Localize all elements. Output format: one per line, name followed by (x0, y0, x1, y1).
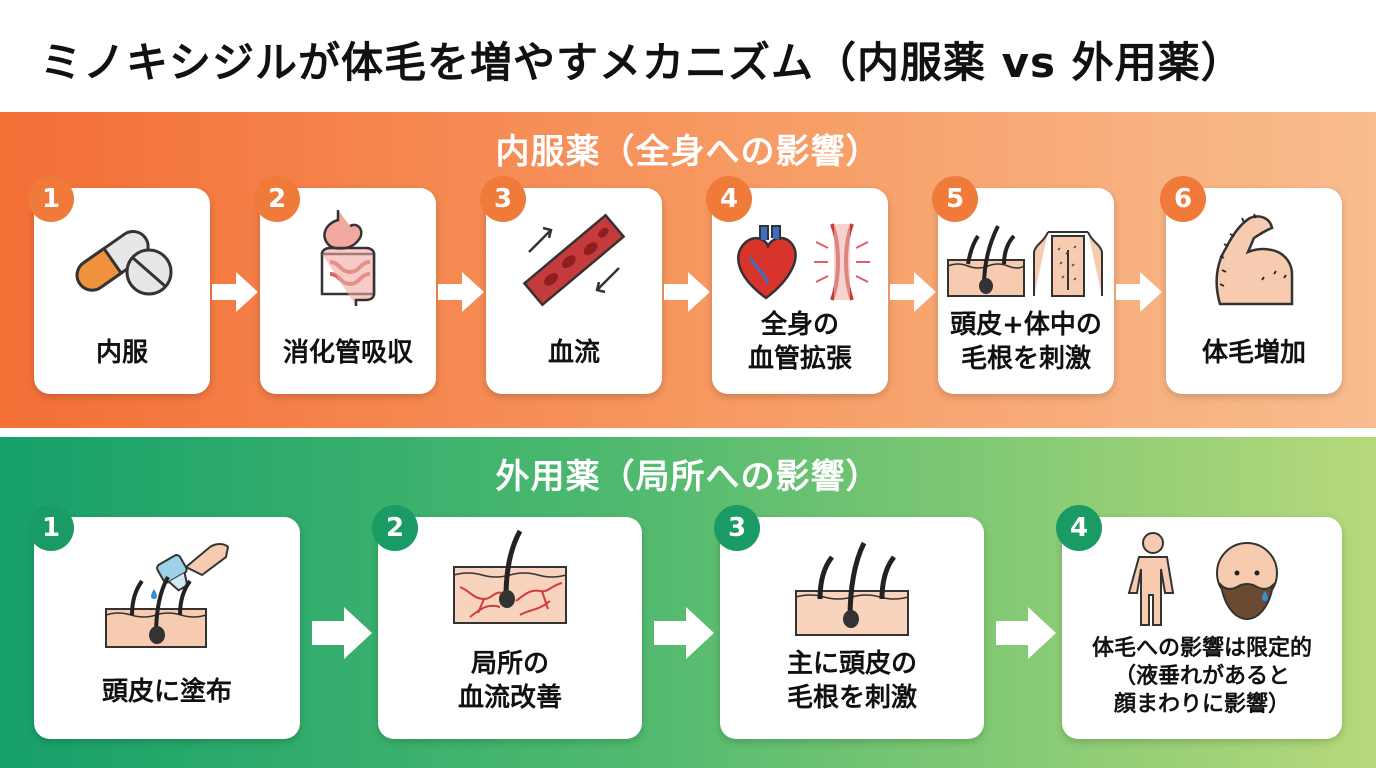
oral-step-4: 4 全身の 血管拡張 (706, 176, 888, 394)
hairy-arm-icon (1204, 208, 1304, 312)
topical-step-4: 4 体毛への影響は限定的 （液垂れがあると 顔まわりに影響） (1056, 505, 1342, 739)
topical-section: 外用薬（局所への影響） 1 頭皮に塗布 2 (0, 437, 1376, 768)
arrow-icon (654, 607, 714, 659)
stomach-intestine-icon (308, 206, 388, 310)
step-number-badge: 3 (714, 505, 760, 551)
arrow-icon (438, 272, 484, 312)
step-number-badge: 6 (1160, 176, 1206, 222)
oral-section: 内服薬（全身への影響） 1 内服 2 (0, 112, 1376, 428)
topical-step-1: 1 頭皮に塗布 (28, 505, 300, 739)
body-and-face-icon (1117, 529, 1287, 633)
step-number-badge: 1 (28, 505, 74, 551)
arrow-icon (890, 272, 936, 312)
step-number-badge: 3 (480, 176, 526, 222)
oral-step-3: 3 血流 (480, 176, 662, 394)
step-label: 頭皮+体中の 毛根を刺激 (950, 310, 1102, 374)
step-label: 主に頭皮の 毛根を刺激 (786, 649, 917, 713)
step-label: 体毛への影響は限定的 （液垂れがあると 顔まわりに影響） (1091, 636, 1312, 717)
step-label: 頭皮に塗布 (101, 677, 232, 707)
topical-step-3: 3 主に頭皮の 毛根を刺激 (714, 505, 984, 739)
step-label: 局所の 血流改善 (457, 649, 562, 713)
blood-vessel-icon (519, 210, 629, 314)
pill-icon (67, 220, 177, 304)
hair-follicle-body-icon (946, 220, 1106, 304)
oral-step-6: 6 体毛増加 (1160, 176, 1342, 394)
step-number-badge: 5 (932, 176, 978, 222)
page-title: ミノキシジルが体毛を増やすメカニズム（内服薬 vs 外用薬） (40, 38, 1244, 87)
step-number-badge: 2 (254, 176, 300, 222)
step-label: 体毛増加 (1201, 338, 1306, 368)
scalp-capillary-icon (450, 527, 570, 631)
dropper-scalp-icon (102, 531, 232, 655)
step-label: 内服 (95, 338, 148, 368)
oral-step-5: 5 頭皮+体中の 毛根を刺激 (932, 176, 1114, 394)
topical-step-2: 2 局所の 血流改善 (372, 505, 642, 739)
step-number-badge: 2 (372, 505, 418, 551)
oral-step-1: 1 内服 (28, 176, 210, 394)
step-label: 血流 (547, 338, 600, 368)
oral-step-2: 2 消化管吸収 (254, 176, 436, 394)
arrow-icon (664, 272, 710, 312)
step-label: 消化管吸収 (282, 338, 413, 368)
arrow-icon (312, 607, 372, 659)
arrow-icon (996, 607, 1056, 659)
step-number-badge: 4 (1056, 505, 1102, 551)
step-label: 全身の 血管拡張 (747, 310, 852, 374)
arrow-icon (212, 272, 258, 312)
step-number-badge: 4 (706, 176, 752, 222)
step-number-badge: 1 (28, 176, 74, 222)
heart-vasodilation-icon (730, 218, 870, 308)
oral-heading: 内服薬（全身への影響） (495, 132, 881, 172)
scalp-hair-follicle-icon (792, 539, 912, 643)
topical-heading: 外用薬（局所への影響） (495, 457, 881, 497)
arrow-icon (1116, 272, 1162, 312)
